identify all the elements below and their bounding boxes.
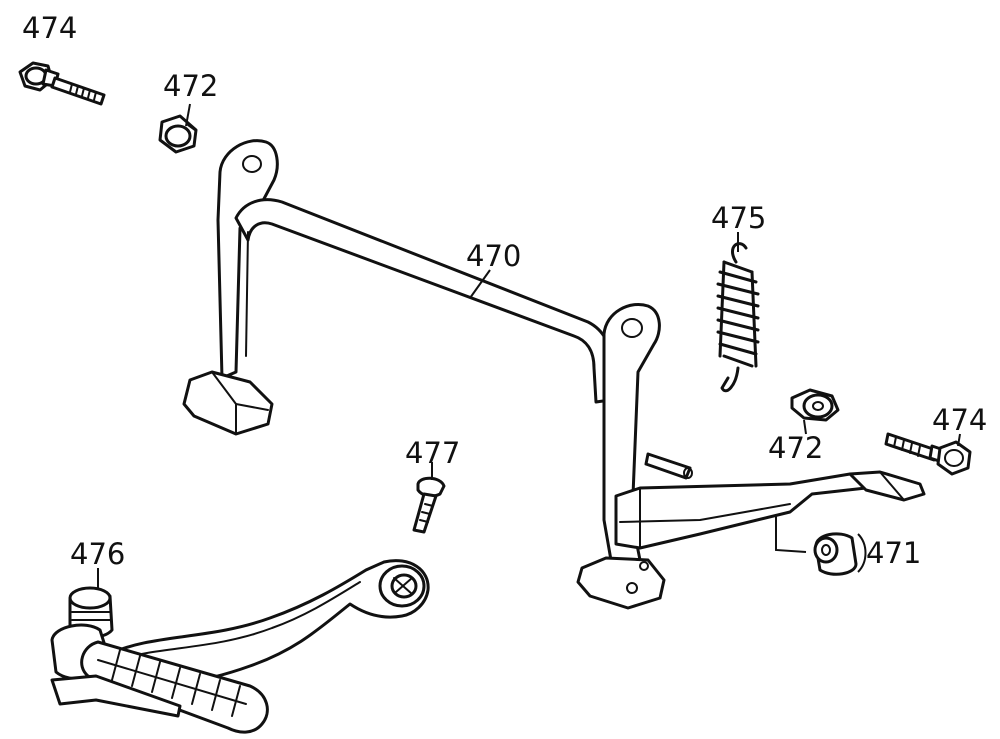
callout-477: 477 [405,436,460,470]
callout-471: 471 [866,536,921,570]
bolt-474-right [884,432,972,476]
callout-472-right: 472 [768,431,823,465]
callout-472-top-left: 472 [163,69,218,103]
leader-471-bracket [857,533,867,573]
leader-472-top-left [185,103,191,127]
stopper-rubber-471 [813,532,858,576]
screw-477 [412,476,446,534]
leader-471 [775,514,807,553]
collar-472-right [790,388,840,422]
callout-476: 476 [70,537,125,571]
kick-pedal-476 [50,559,430,734]
leader-472-right [803,419,807,435]
return-spring-475 [716,242,760,393]
callout-474-right: 474 [932,403,987,437]
bolt-474-top-left [18,61,106,106]
leader-470 [469,269,491,299]
callout-470: 470 [466,239,521,273]
collar-472-top-left [158,114,198,154]
main-stand-470 [182,139,926,610]
callout-475: 475 [711,201,766,235]
leader-474-right [957,433,961,447]
callout-474-top-left: 474 [22,11,77,45]
